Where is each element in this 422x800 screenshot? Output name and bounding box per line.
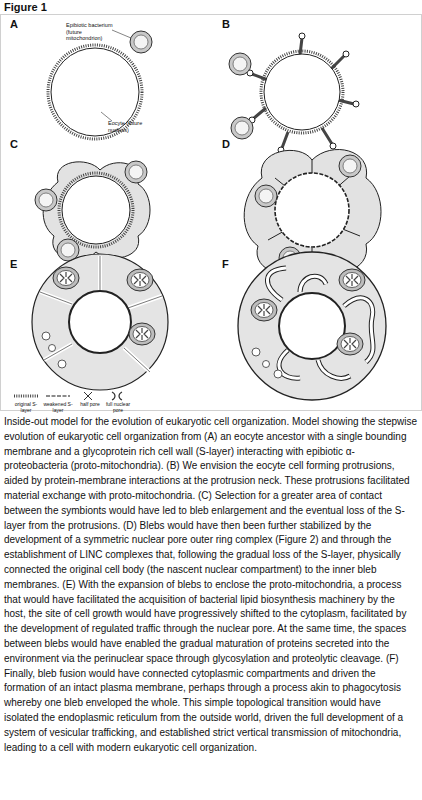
bacterium xyxy=(231,117,253,139)
legend-text: weakened S-layer xyxy=(42,402,74,413)
er-outline xyxy=(267,268,373,378)
panel-letter: D xyxy=(222,138,230,150)
bleb-gaps xyxy=(40,256,162,372)
full-pore-symbol xyxy=(112,392,122,400)
panel-letter: C xyxy=(10,138,18,150)
s-layer xyxy=(261,51,343,133)
panel-letter: B xyxy=(222,18,230,30)
plasma-membrane xyxy=(238,252,386,400)
bacterium xyxy=(125,161,147,183)
weakened-s-layer-symbol xyxy=(46,395,70,397)
epibiotic-bacterium xyxy=(130,31,152,53)
mitochondrion xyxy=(127,269,153,291)
bacterium xyxy=(229,53,251,75)
panel-b-cell xyxy=(229,33,359,153)
callout-text: Eocyte (future nucleus) xyxy=(108,120,148,133)
leader-line xyxy=(101,112,112,121)
mitochondrion xyxy=(339,269,365,291)
original-s-layer-symbol xyxy=(14,395,38,398)
vesicle xyxy=(252,348,260,356)
vesicle xyxy=(58,360,66,368)
legend-symbols xyxy=(14,392,122,400)
bleb-boundaries xyxy=(40,256,162,372)
panel-a-cell xyxy=(48,30,152,139)
bacterium xyxy=(35,189,57,211)
mitochondrion xyxy=(337,333,363,355)
mitochondrion xyxy=(251,299,277,321)
mitochondrion xyxy=(129,323,155,345)
callout-text: Epibiotic bacterium (future mitochondrio… xyxy=(66,22,116,42)
mitochondrion xyxy=(53,267,79,289)
half-pore-symbol xyxy=(84,392,92,400)
vesicle xyxy=(49,345,56,352)
figure-illustration xyxy=(0,0,422,412)
nucleus xyxy=(279,293,345,359)
leader-line xyxy=(112,30,131,38)
panel-c-cell xyxy=(35,161,150,261)
figure-caption: Inside-out model for the evolution of eu… xyxy=(4,415,417,755)
figure-frame xyxy=(1,15,422,411)
panel-e-cell xyxy=(32,254,168,390)
cell-outline xyxy=(32,254,168,390)
bacterium xyxy=(255,185,277,207)
vesicle xyxy=(42,332,50,340)
cell-body xyxy=(62,176,130,244)
figure-title: Figure 1 xyxy=(4,1,47,14)
vesicle xyxy=(274,370,282,378)
endoplasmic-reticulum xyxy=(267,268,373,378)
panel-letter: E xyxy=(10,258,17,270)
bacterium xyxy=(57,239,79,261)
legend-text: full nuclear pore xyxy=(102,402,134,413)
eocyte-membrane xyxy=(264,54,340,130)
legend-text: half pore xyxy=(74,402,106,408)
panel-f-cell xyxy=(238,252,386,400)
weakened-s-layer xyxy=(275,173,349,247)
s-layer xyxy=(59,173,133,247)
vesicle xyxy=(263,361,270,368)
panel-letter: F xyxy=(222,258,229,270)
protrusions xyxy=(247,33,359,153)
legend-text: original S-layer xyxy=(10,402,42,413)
nucleus xyxy=(69,291,131,353)
bacterium xyxy=(339,155,361,177)
panel-letter: A xyxy=(10,18,18,30)
